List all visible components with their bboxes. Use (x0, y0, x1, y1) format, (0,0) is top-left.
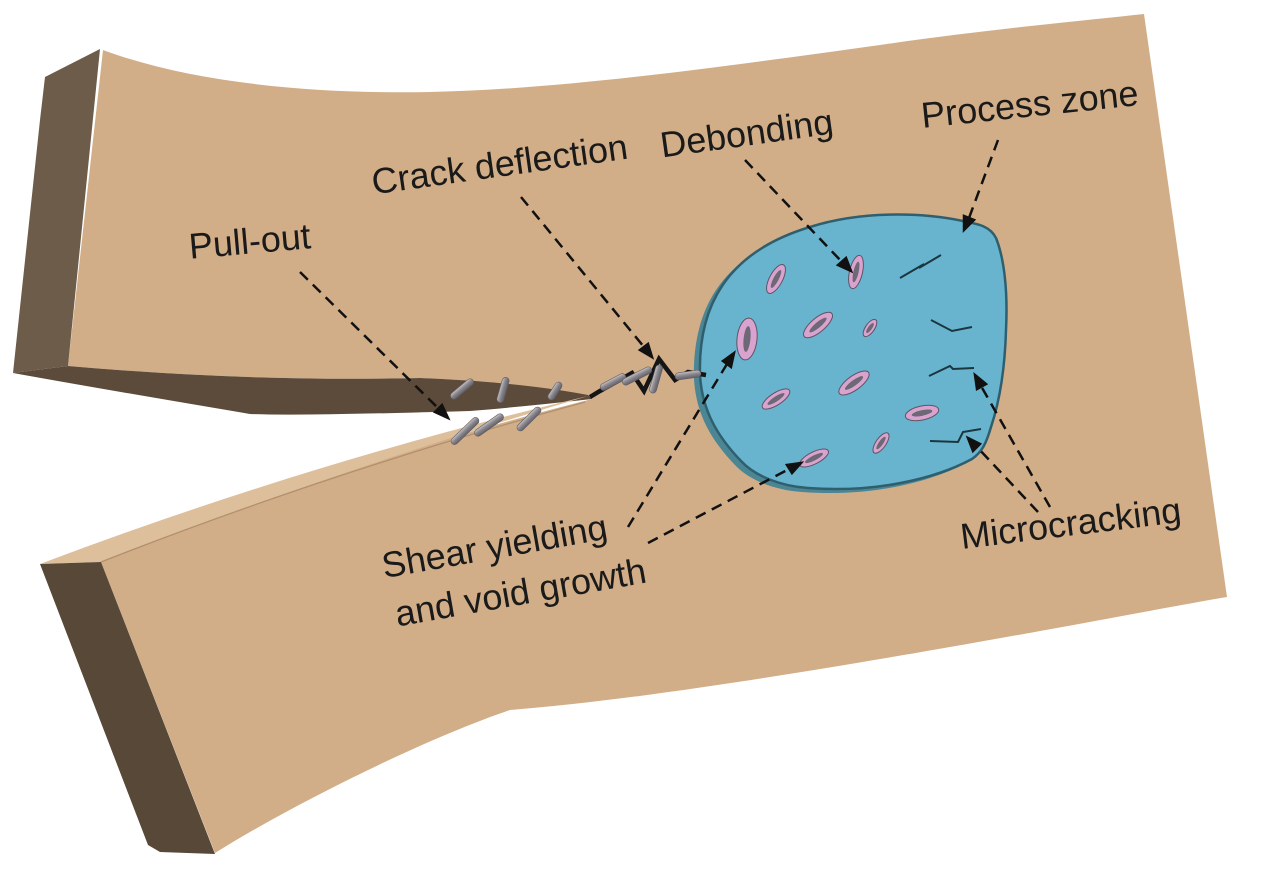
arrowhead (973, 372, 989, 391)
arrow-dashed-line (744, 159, 843, 263)
void-particle (872, 432, 890, 454)
arrow-dashed-line (520, 196, 645, 348)
fiber-rod (547, 381, 563, 401)
particle-core (852, 261, 860, 283)
particle-core (876, 436, 886, 450)
arrow-dashed-line (979, 385, 1052, 508)
microcrack (928, 364, 975, 377)
microcrack (929, 428, 982, 444)
crack-underside-shadow (13, 366, 592, 415)
void-particle (862, 318, 878, 338)
arrowhead (962, 214, 977, 234)
particle-core (770, 270, 782, 288)
particle-core (743, 326, 751, 352)
arrow-dashed-line (626, 363, 729, 528)
arrow-microcracking-left (965, 435, 1039, 513)
annotation-arrows (299, 139, 1052, 545)
particle-core (911, 409, 933, 417)
fiber-rod (450, 378, 474, 400)
void-particle (802, 311, 834, 339)
arrowhead (965, 435, 983, 454)
arrowhead (637, 341, 655, 360)
arrow-process-zone (962, 139, 1000, 234)
void-particle (766, 264, 786, 294)
void-particle (761, 388, 791, 410)
particle-core (844, 376, 864, 390)
void-particle (904, 404, 940, 422)
particle-core (866, 322, 874, 334)
lower-beam-top-face-strip (40, 396, 588, 564)
arrow-dashed-line (647, 467, 790, 545)
void-particle (798, 448, 830, 468)
arrowhead (432, 402, 451, 421)
particle-core (767, 393, 785, 405)
arrow-microcracking-right (973, 372, 1052, 508)
void-particle (838, 370, 870, 396)
arrow-pull-out (299, 271, 451, 421)
fiber-rod (474, 413, 504, 437)
fiber-rods (450, 364, 702, 445)
particle-core (809, 317, 827, 333)
lower-beam-side-face (40, 562, 215, 854)
fiber-rod (649, 364, 663, 394)
arrow-shear-yielding-upper (626, 350, 736, 528)
arrowhead (835, 255, 854, 274)
fiber-rod (599, 373, 627, 391)
arrowhead (784, 461, 805, 476)
particle-core (805, 452, 823, 464)
void-particles (736, 254, 940, 468)
fiber-rod (622, 366, 652, 386)
void-particle (736, 317, 758, 361)
microcrack (930, 319, 973, 333)
arrow-dashed-line (976, 446, 1039, 513)
arrowhead (720, 350, 736, 370)
arrow-crack-deflection (520, 196, 655, 360)
fiber-rod (450, 417, 480, 445)
lower-beam-top-seam-line (100, 401, 586, 563)
arrow-debonding (744, 159, 854, 274)
arrow-dashed-line (299, 271, 440, 410)
fiber-rod (516, 406, 542, 432)
microcrack (899, 254, 942, 279)
upper-beam-side-face (13, 49, 100, 373)
microcracks (899, 254, 982, 444)
void-particle (848, 254, 864, 290)
arrow-shear-yielding-lower (647, 461, 805, 545)
arrow-dashed-line (967, 139, 1000, 219)
fiber-rod (674, 369, 702, 381)
fiber-rod (496, 377, 510, 403)
slab-front-face (68, 14, 1227, 853)
